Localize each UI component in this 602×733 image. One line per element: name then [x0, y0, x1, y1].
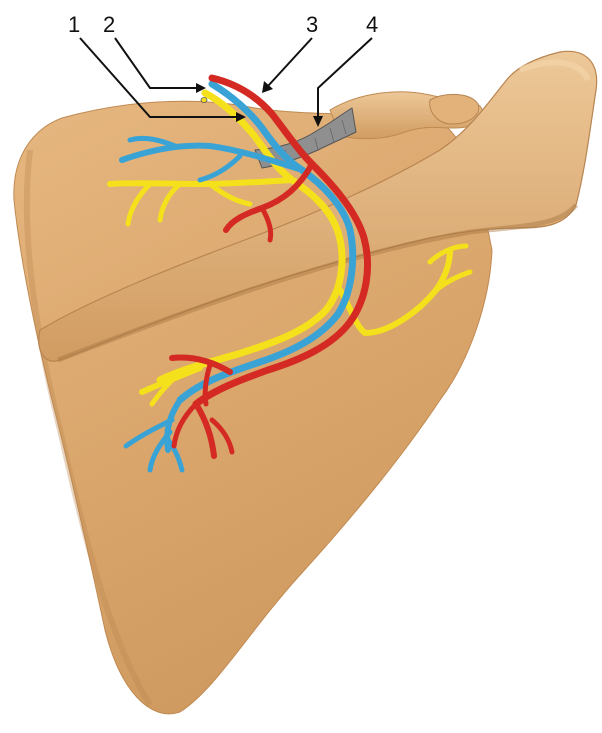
label-4: 4 [366, 12, 378, 37]
label-1: 1 [68, 12, 80, 37]
vessel-origin-marker [201, 98, 207, 103]
label-2: 2 [103, 12, 115, 37]
leader-2 [115, 38, 198, 88]
label-3: 3 [306, 12, 318, 37]
leader-3 [268, 38, 312, 86]
